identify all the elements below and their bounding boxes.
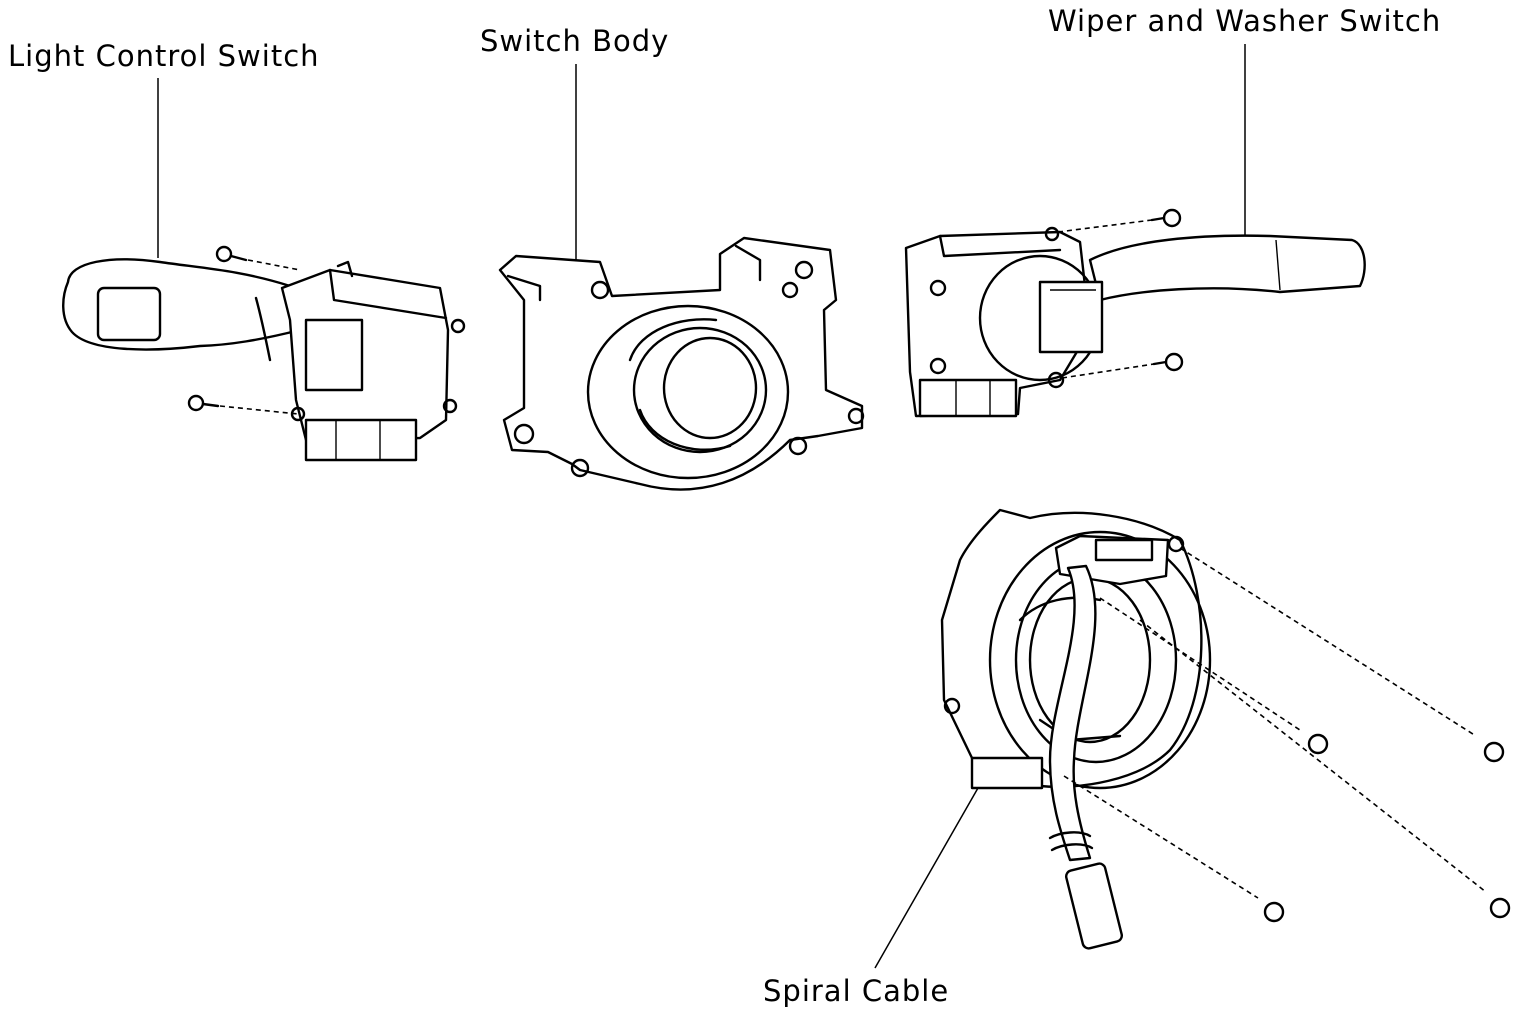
light-control-switch — [62, 245, 466, 462]
wiper-washer-switch-label: Wiper and Washer Switch — [1048, 4, 1442, 38]
switch-body-label: Switch Body — [480, 24, 670, 58]
spiral-cable — [940, 508, 1511, 950]
screw-spiral-3 — [1139, 619, 1511, 919]
screw-bottom-left — [187, 394, 299, 415]
screw-spiral-4 — [1063, 775, 1285, 923]
spiral-cable-label: Spiral Cable — [763, 974, 950, 1008]
screw-bottom-right — [1061, 352, 1184, 379]
spiral-cable-leader-line — [874, 787, 979, 969]
switch-body — [498, 236, 865, 491]
screw-top-left — [215, 245, 301, 271]
wiper-washer-switch — [904, 208, 1366, 418]
screw-spiral-2 — [1099, 597, 1329, 755]
light-control-switch-label: Light Control Switch — [8, 39, 320, 73]
screw-spiral-1 — [1179, 547, 1505, 763]
screw-top-right — [1057, 208, 1182, 233]
